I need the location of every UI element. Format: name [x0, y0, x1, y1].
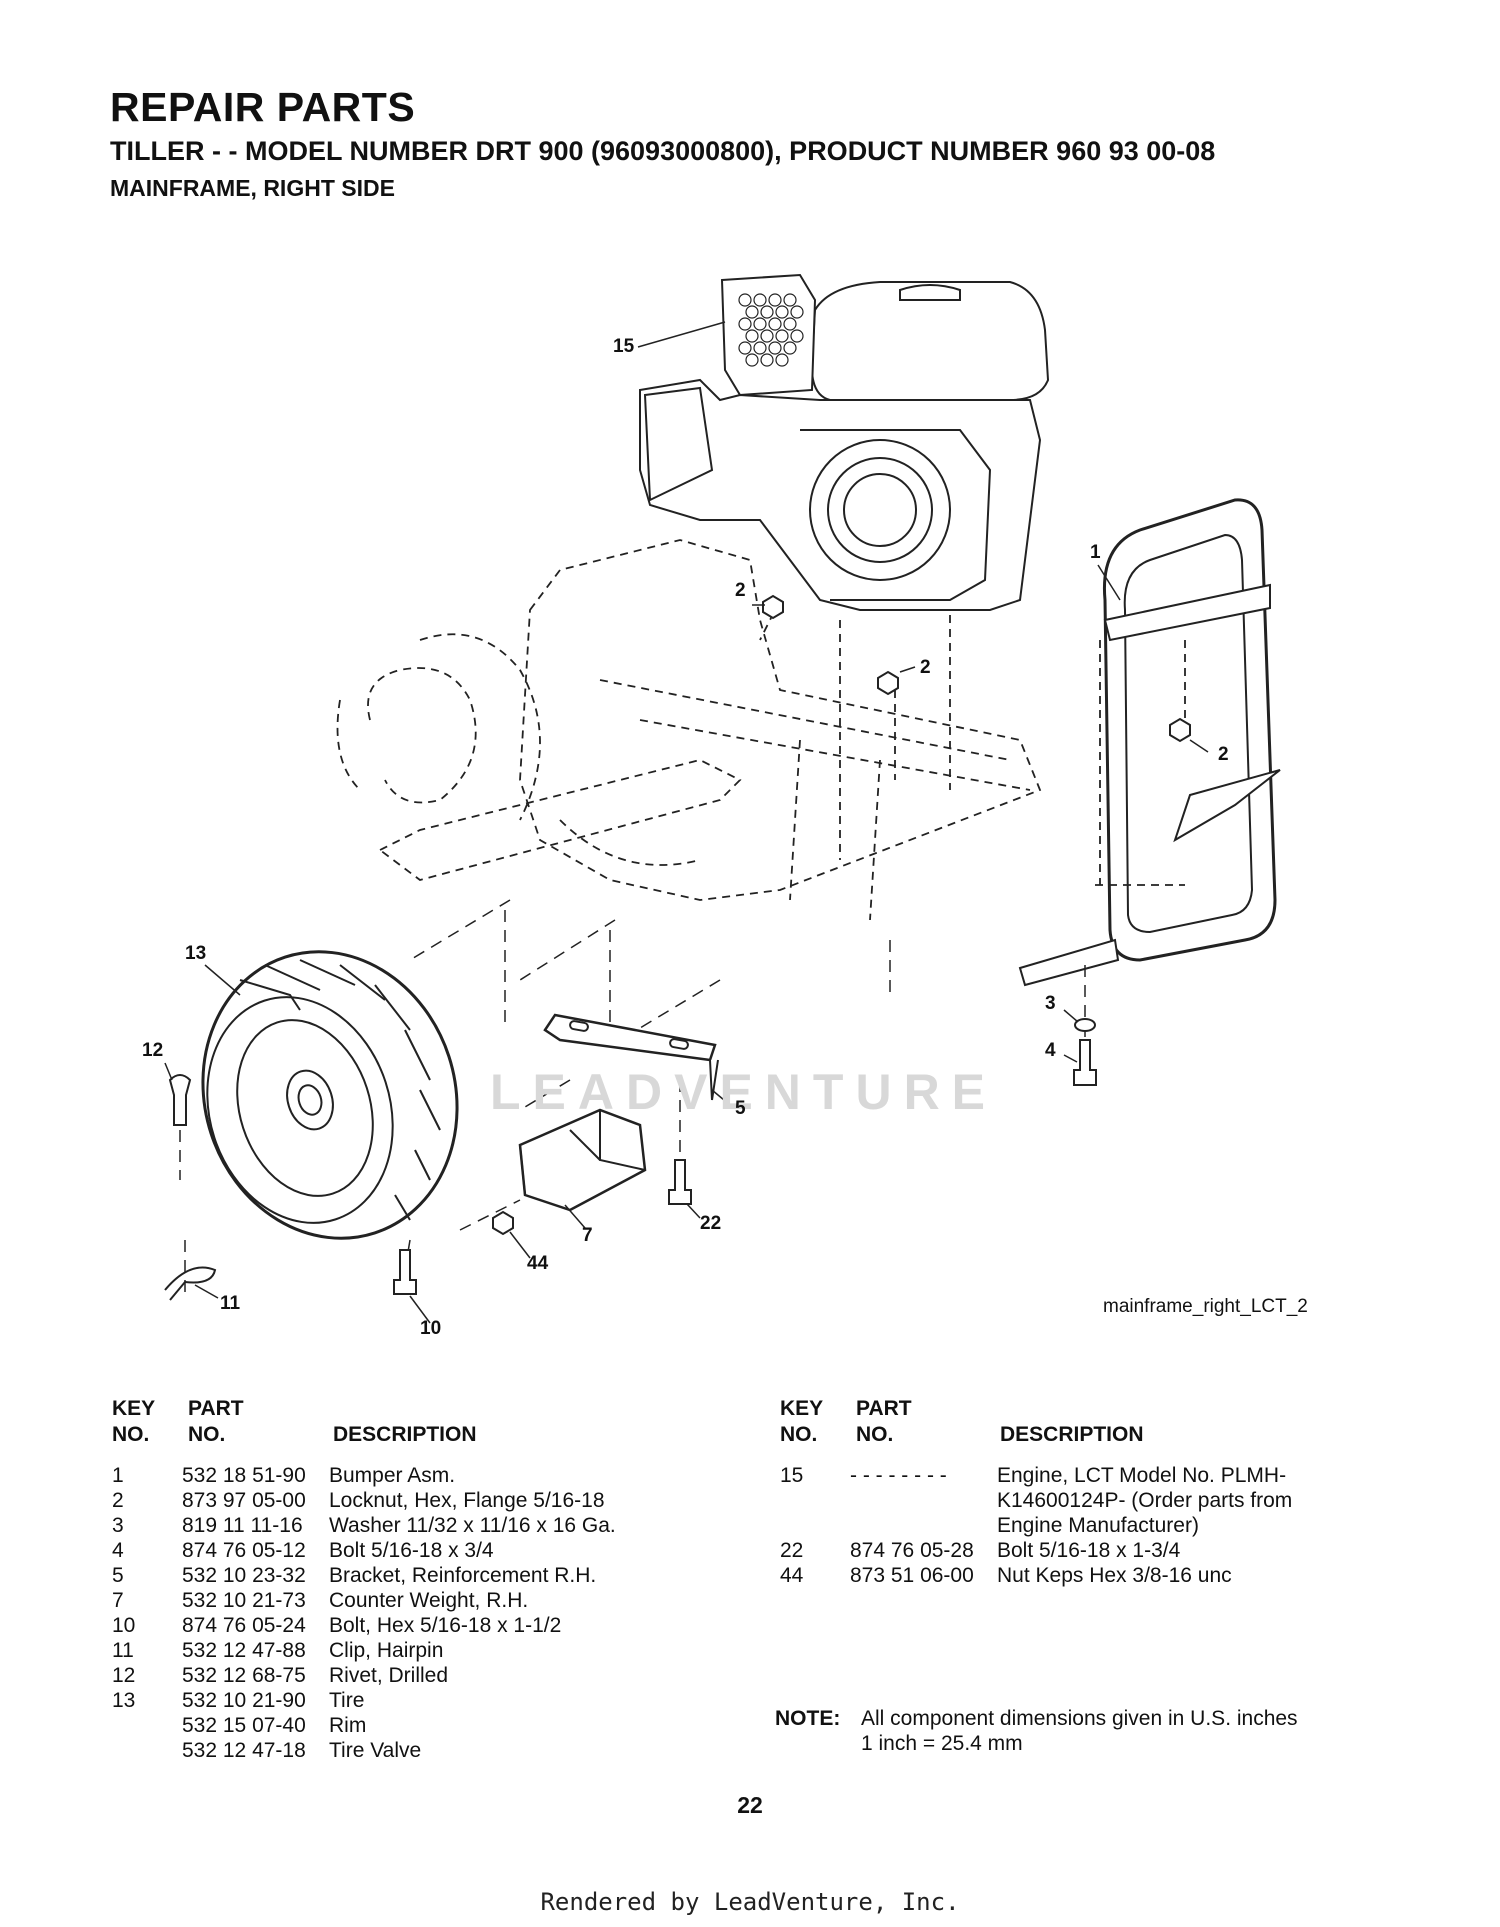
right-head-key: KEY NO. — [780, 1397, 824, 1446]
callout-2a: 2 — [735, 580, 746, 601]
footer-credit: Rendered by LeadVenture, Inc. — [540, 1888, 960, 1916]
callout-10: 10 — [420, 1318, 442, 1339]
engine-tank — [810, 281, 1050, 401]
watermark-text: LEADVENTURE — [490, 1064, 998, 1120]
note-line-2: 1 inch = 25.4 mm — [861, 1732, 1023, 1755]
callout-2c: 2 — [1218, 744, 1229, 765]
model-subtitle: TILLER - - MODEL NUMBER DRT 900 (9609300… — [110, 136, 1216, 166]
callout-3: 3 — [1045, 993, 1056, 1014]
callout-11: 11 — [220, 1293, 241, 1314]
right-head-part: PART NO. — [856, 1397, 912, 1446]
locknut-a — [762, 594, 784, 620]
bolt-10 — [393, 1249, 417, 1295]
washer — [1074, 1018, 1096, 1032]
bumper-frame — [1102, 498, 1277, 962]
callout-4: 4 — [1045, 1040, 1056, 1061]
parts-diagram — [164, 273, 1281, 1324]
left-head-part: PART NO. — [188, 1397, 244, 1446]
rivet-12 — [168, 1074, 192, 1126]
callout-13: 13 — [185, 943, 207, 964]
left-head-desc: DESCRIPTION — [333, 1423, 477, 1446]
nut-44 — [492, 1210, 514, 1236]
callout-44: 44 — [527, 1253, 549, 1274]
mainframe-outline — [519, 539, 1042, 901]
hairpin-11 — [164, 1266, 217, 1301]
callout-7: 7 — [582, 1225, 593, 1246]
right-head-desc: DESCRIPTION — [1000, 1423, 1144, 1446]
recoil-starter — [809, 439, 951, 581]
counter-weight — [518, 1108, 647, 1212]
callout-22: 22 — [700, 1213, 722, 1234]
callout-15: 15 — [613, 336, 635, 357]
left-head-key: KEY NO. — [112, 1397, 156, 1446]
callout-5: 5 — [735, 1098, 746, 1119]
locknut-c — [1169, 717, 1191, 743]
figure-reference: mainframe_right_LCT_2 — [1103, 1296, 1308, 1317]
engine-air-filter — [720, 273, 817, 397]
tire-outer — [201, 950, 459, 1240]
callout-12: 12 — [142, 1040, 164, 1061]
rim — [236, 1019, 374, 1197]
note-label: NOTE: — [775, 1707, 841, 1730]
callout-1: 1 — [1090, 542, 1101, 563]
page-number: 22 — [737, 1792, 763, 1818]
bolt-4 — [1073, 1039, 1097, 1086]
callout-2b: 2 — [920, 657, 931, 678]
note-line-1: All component dimensions given in U.S. i… — [861, 1707, 1298, 1730]
section-title: MAINFRAME, RIGHT SIDE — [110, 175, 395, 201]
page-title: REPAIR PARTS — [110, 84, 416, 130]
locknut-b — [877, 670, 899, 696]
bolt-22 — [668, 1159, 692, 1205]
